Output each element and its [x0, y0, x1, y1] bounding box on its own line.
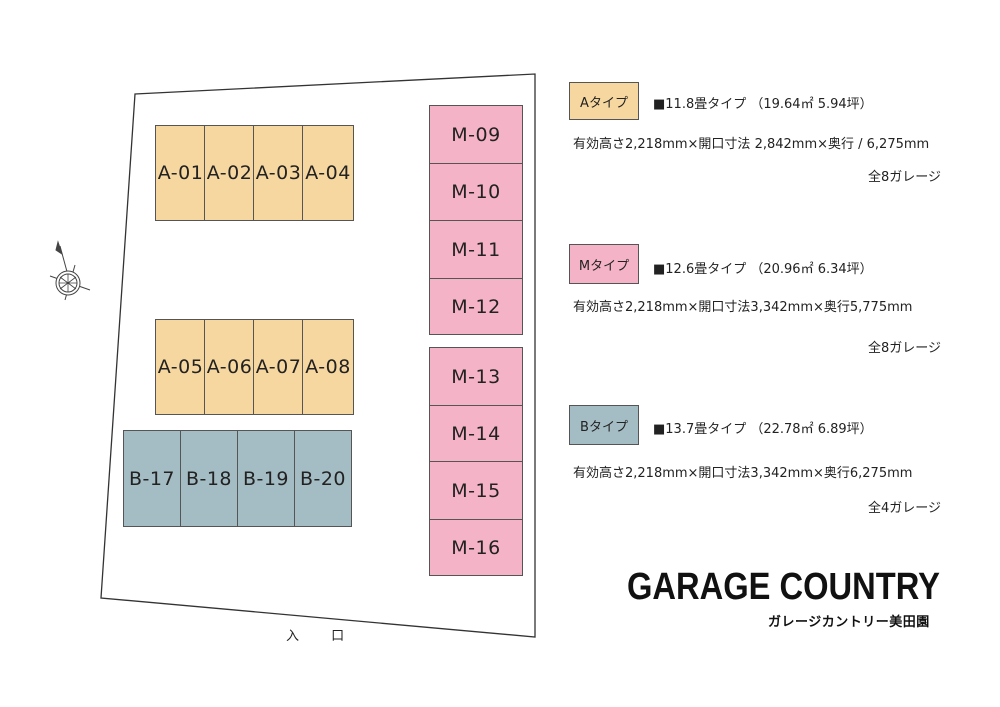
garage-slot-b-19[interactable]: B-19 — [237, 430, 295, 527]
legend-b-summary: ■13.7畳タイプ （22.78㎡ 6.89坪） — [653, 422, 873, 437]
garage-slot-m-12[interactable]: M-12 — [429, 278, 523, 335]
garage-slot-a-01[interactable]: A-01 — [155, 125, 206, 221]
legend-m-dimensions: 有効高さ2,218mm×開口寸法3,342mm×奥行5,775mm — [573, 300, 913, 315]
garage-slot-a-03[interactable]: A-03 — [253, 125, 304, 221]
garage-slot-m-14[interactable]: M-14 — [429, 405, 523, 462]
legend-b-count: 全4ガレージ — [868, 501, 942, 516]
legend-a-summary: ■11.8畳タイプ （19.64㎡ 5.94坪） — [653, 97, 873, 112]
legend-badge-b: Bタイプ — [569, 405, 639, 445]
brand-subtitle: ガレージカントリー美田園 — [768, 615, 930, 630]
garage-slot-m-13[interactable]: M-13 — [429, 347, 523, 406]
legend-m-summary: ■12.6畳タイプ （20.96㎡ 6.34坪） — [653, 262, 873, 277]
garage-slot-m-11[interactable]: M-11 — [429, 220, 523, 279]
garage-slot-m-10[interactable]: M-10 — [429, 163, 523, 221]
garage-slot-a-07[interactable]: A-07 — [253, 319, 304, 415]
garage-slot-m-15[interactable]: M-15 — [429, 461, 523, 520]
legend-m-count: 全8ガレージ — [868, 341, 942, 356]
garage-slot-a-04[interactable]: A-04 — [302, 125, 354, 221]
garage-slot-a-08[interactable]: A-08 — [302, 319, 354, 415]
legend-a-count: 全8ガレージ — [868, 170, 942, 185]
garage-slot-b-20[interactable]: B-20 — [294, 430, 352, 527]
legend-badge-m: Mタイプ — [569, 244, 639, 284]
garage-slot-m-09[interactable]: M-09 — [429, 105, 523, 164]
brand-logo-wordmark: GARAGE COUNTRY — [627, 566, 940, 608]
legend-b-dimensions: 有効高さ2,218mm×開口寸法3,342mm×奥行6,275mm — [573, 466, 913, 481]
garage-slot-a-02[interactable]: A-02 — [204, 125, 255, 221]
legend-badge-a: Aタイプ — [569, 82, 639, 120]
compass-rose-icon — [49, 240, 91, 301]
garage-slot-a-05[interactable]: A-05 — [155, 319, 206, 415]
garage-slot-m-16[interactable]: M-16 — [429, 519, 523, 576]
entrance-label: 入 口 — [286, 629, 359, 644]
garage-slot-b-17[interactable]: B-17 — [123, 430, 181, 527]
garage-slot-a-06[interactable]: A-06 — [204, 319, 255, 415]
garage-slot-b-18[interactable]: B-18 — [180, 430, 238, 527]
legend-a-dimensions: 有効高さ2,218mm×開口寸法 2,842mm×奥行 / 6,275mm — [573, 137, 930, 152]
